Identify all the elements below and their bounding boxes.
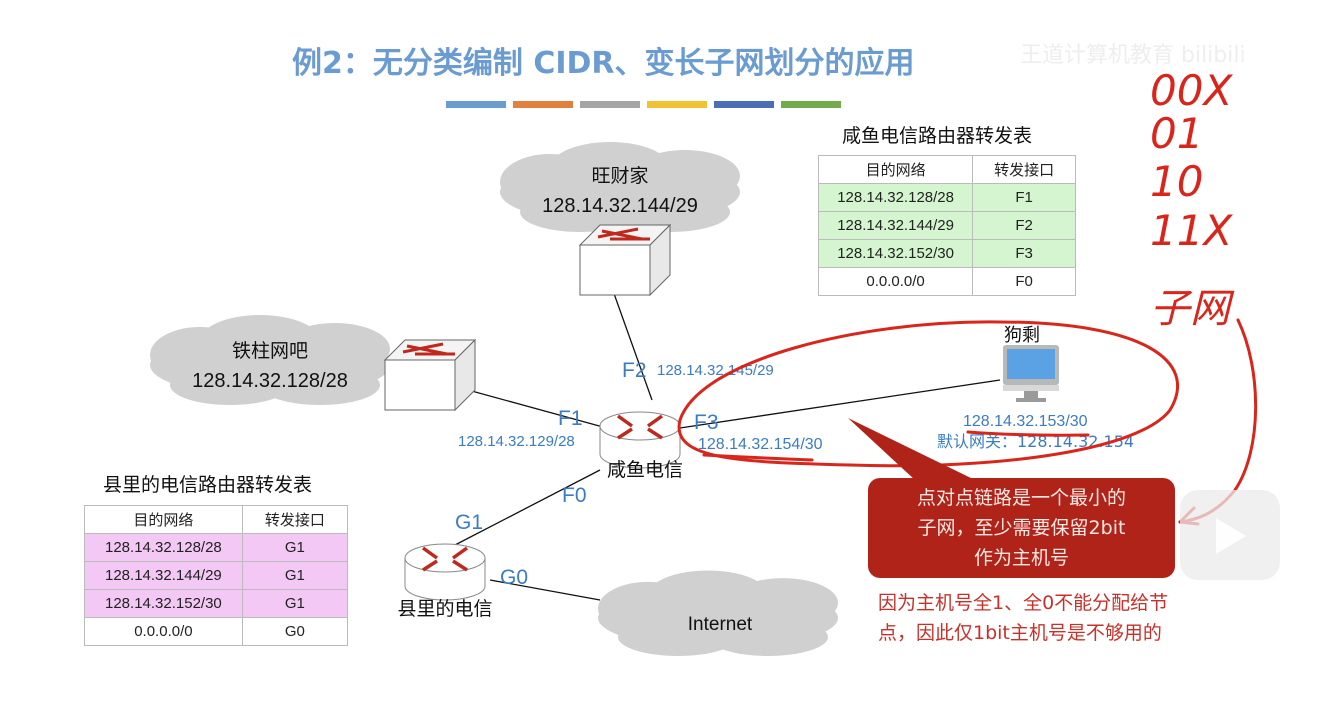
callout-pointer bbox=[848, 418, 975, 480]
table-cell: 128.14.32.128/28 bbox=[817, 183, 974, 212]
host-name: 狗剩 bbox=[1004, 325, 1040, 346]
if-f2-ip: 128.14.32.145/29 bbox=[657, 362, 774, 379]
table-header: 目的网络 bbox=[84, 505, 243, 534]
color-bar bbox=[781, 101, 841, 108]
cloud-tiezhu-name: 铁柱网吧 bbox=[232, 340, 308, 362]
table-county-title: 县里的电信路由器转发表 bbox=[103, 474, 313, 496]
slide-title: 例2：无分类编制 CIDR、变长子网划分的应用 bbox=[292, 46, 915, 81]
note-line: 因为主机号全1、全0不能分配给节 bbox=[878, 592, 1169, 614]
router-icon bbox=[403, 542, 487, 602]
table-cell: F3 bbox=[972, 239, 1076, 268]
table-header-row: 目的网络转发接口 bbox=[84, 505, 349, 534]
table-cell: F2 bbox=[972, 211, 1076, 240]
svg-text:10: 10 bbox=[1150, 157, 1203, 206]
table-header: 目的网络 bbox=[817, 155, 974, 184]
table-cell: G1 bbox=[241, 533, 349, 562]
table-cell: G0 bbox=[241, 617, 349, 646]
callout-line: 子网，至少需要保留2bit bbox=[917, 517, 1126, 539]
watermark: 王道计算机教育 bilibili bbox=[1020, 43, 1246, 68]
cloud-internet-name: Internet bbox=[688, 614, 753, 635]
if-g1: G1 bbox=[455, 511, 483, 534]
color-bar bbox=[580, 101, 640, 108]
callout-box: 点对点链路是一个最小的 子网，至少需要保留2bit 作为主机号 bbox=[868, 478, 1175, 578]
if-f1: F1 bbox=[558, 407, 583, 430]
play-icon[interactable] bbox=[1180, 490, 1280, 580]
callout-line: 点对点链路是一个最小的 bbox=[916, 487, 1126, 509]
table-cell: 0.0.0.0/0 bbox=[84, 617, 243, 646]
color-bars bbox=[446, 101, 841, 108]
switch-icon bbox=[383, 338, 477, 412]
computer-icon bbox=[1003, 345, 1059, 402]
table-cell: 128.14.32.144/29 bbox=[817, 211, 974, 240]
svg-text:11X: 11X bbox=[1150, 206, 1233, 255]
note-line: 点，因此仅1bit主机号是不够用的 bbox=[878, 622, 1162, 644]
table-cell: 0.0.0.0/0 bbox=[817, 267, 974, 296]
cloud-wangcaijia bbox=[500, 142, 740, 232]
links bbox=[454, 287, 1001, 601]
if-f1-ip: 128.14.32.129/28 bbox=[458, 433, 575, 450]
if-f0: F0 bbox=[562, 484, 587, 507]
table-cell: 128.14.32.128/28 bbox=[84, 533, 243, 562]
host-ip: 128.14.32.153/30 bbox=[963, 413, 1088, 430]
if-f3-ip: 128.14.32.154/30 bbox=[698, 436, 823, 453]
svg-text:00X: 00X bbox=[1150, 66, 1233, 115]
router-xianyu-name: 咸鱼电信 bbox=[607, 459, 683, 481]
table-header-row: 目的网络转发接口 bbox=[817, 155, 1076, 184]
table-header: 转发接口 bbox=[972, 155, 1076, 184]
if-f2: F2 bbox=[622, 359, 647, 382]
table-cell: 128.14.32.152/30 bbox=[817, 239, 974, 268]
table-cell: G1 bbox=[241, 561, 349, 590]
table-cell: 128.14.32.152/30 bbox=[84, 589, 243, 618]
if-g0: G0 bbox=[500, 566, 528, 589]
table-header: 转发接口 bbox=[241, 505, 349, 534]
table-cell: G1 bbox=[241, 589, 349, 618]
cloud-tiezhu-subnet: 128.14.32.128/28 bbox=[192, 370, 348, 392]
explanation-note: 因为主机号全1、全0不能分配给节 点，因此仅1bit主机号是不够用的 bbox=[878, 588, 1168, 648]
color-bar bbox=[714, 101, 774, 108]
callout-line: 作为主机号 bbox=[973, 547, 1069, 569]
switch-icon bbox=[578, 223, 672, 297]
table-cell: 128.14.32.144/29 bbox=[84, 561, 243, 590]
handwriting: 00X 01 10 11X 子网 bbox=[1150, 66, 1235, 332]
color-bar bbox=[513, 101, 573, 108]
router-county-name: 县里的电信 bbox=[397, 598, 492, 620]
if-f3: F3 bbox=[694, 411, 719, 434]
cloud-wangcaijia-name: 旺财家 bbox=[591, 165, 648, 187]
host-gateway: 默认网关：128.14.32.154 bbox=[937, 432, 1134, 451]
table-cell: F1 bbox=[972, 183, 1076, 212]
table-cell: F0 bbox=[972, 267, 1076, 296]
color-bar bbox=[446, 101, 506, 108]
cloud-wangcaijia-subnet: 128.14.32.144/29 bbox=[542, 195, 698, 217]
svg-text:子网: 子网 bbox=[1150, 286, 1235, 332]
color-bar bbox=[647, 101, 707, 108]
svg-text:01: 01 bbox=[1150, 109, 1203, 158]
table-xianyu-title: 咸鱼电信路由器转发表 bbox=[842, 125, 1033, 147]
